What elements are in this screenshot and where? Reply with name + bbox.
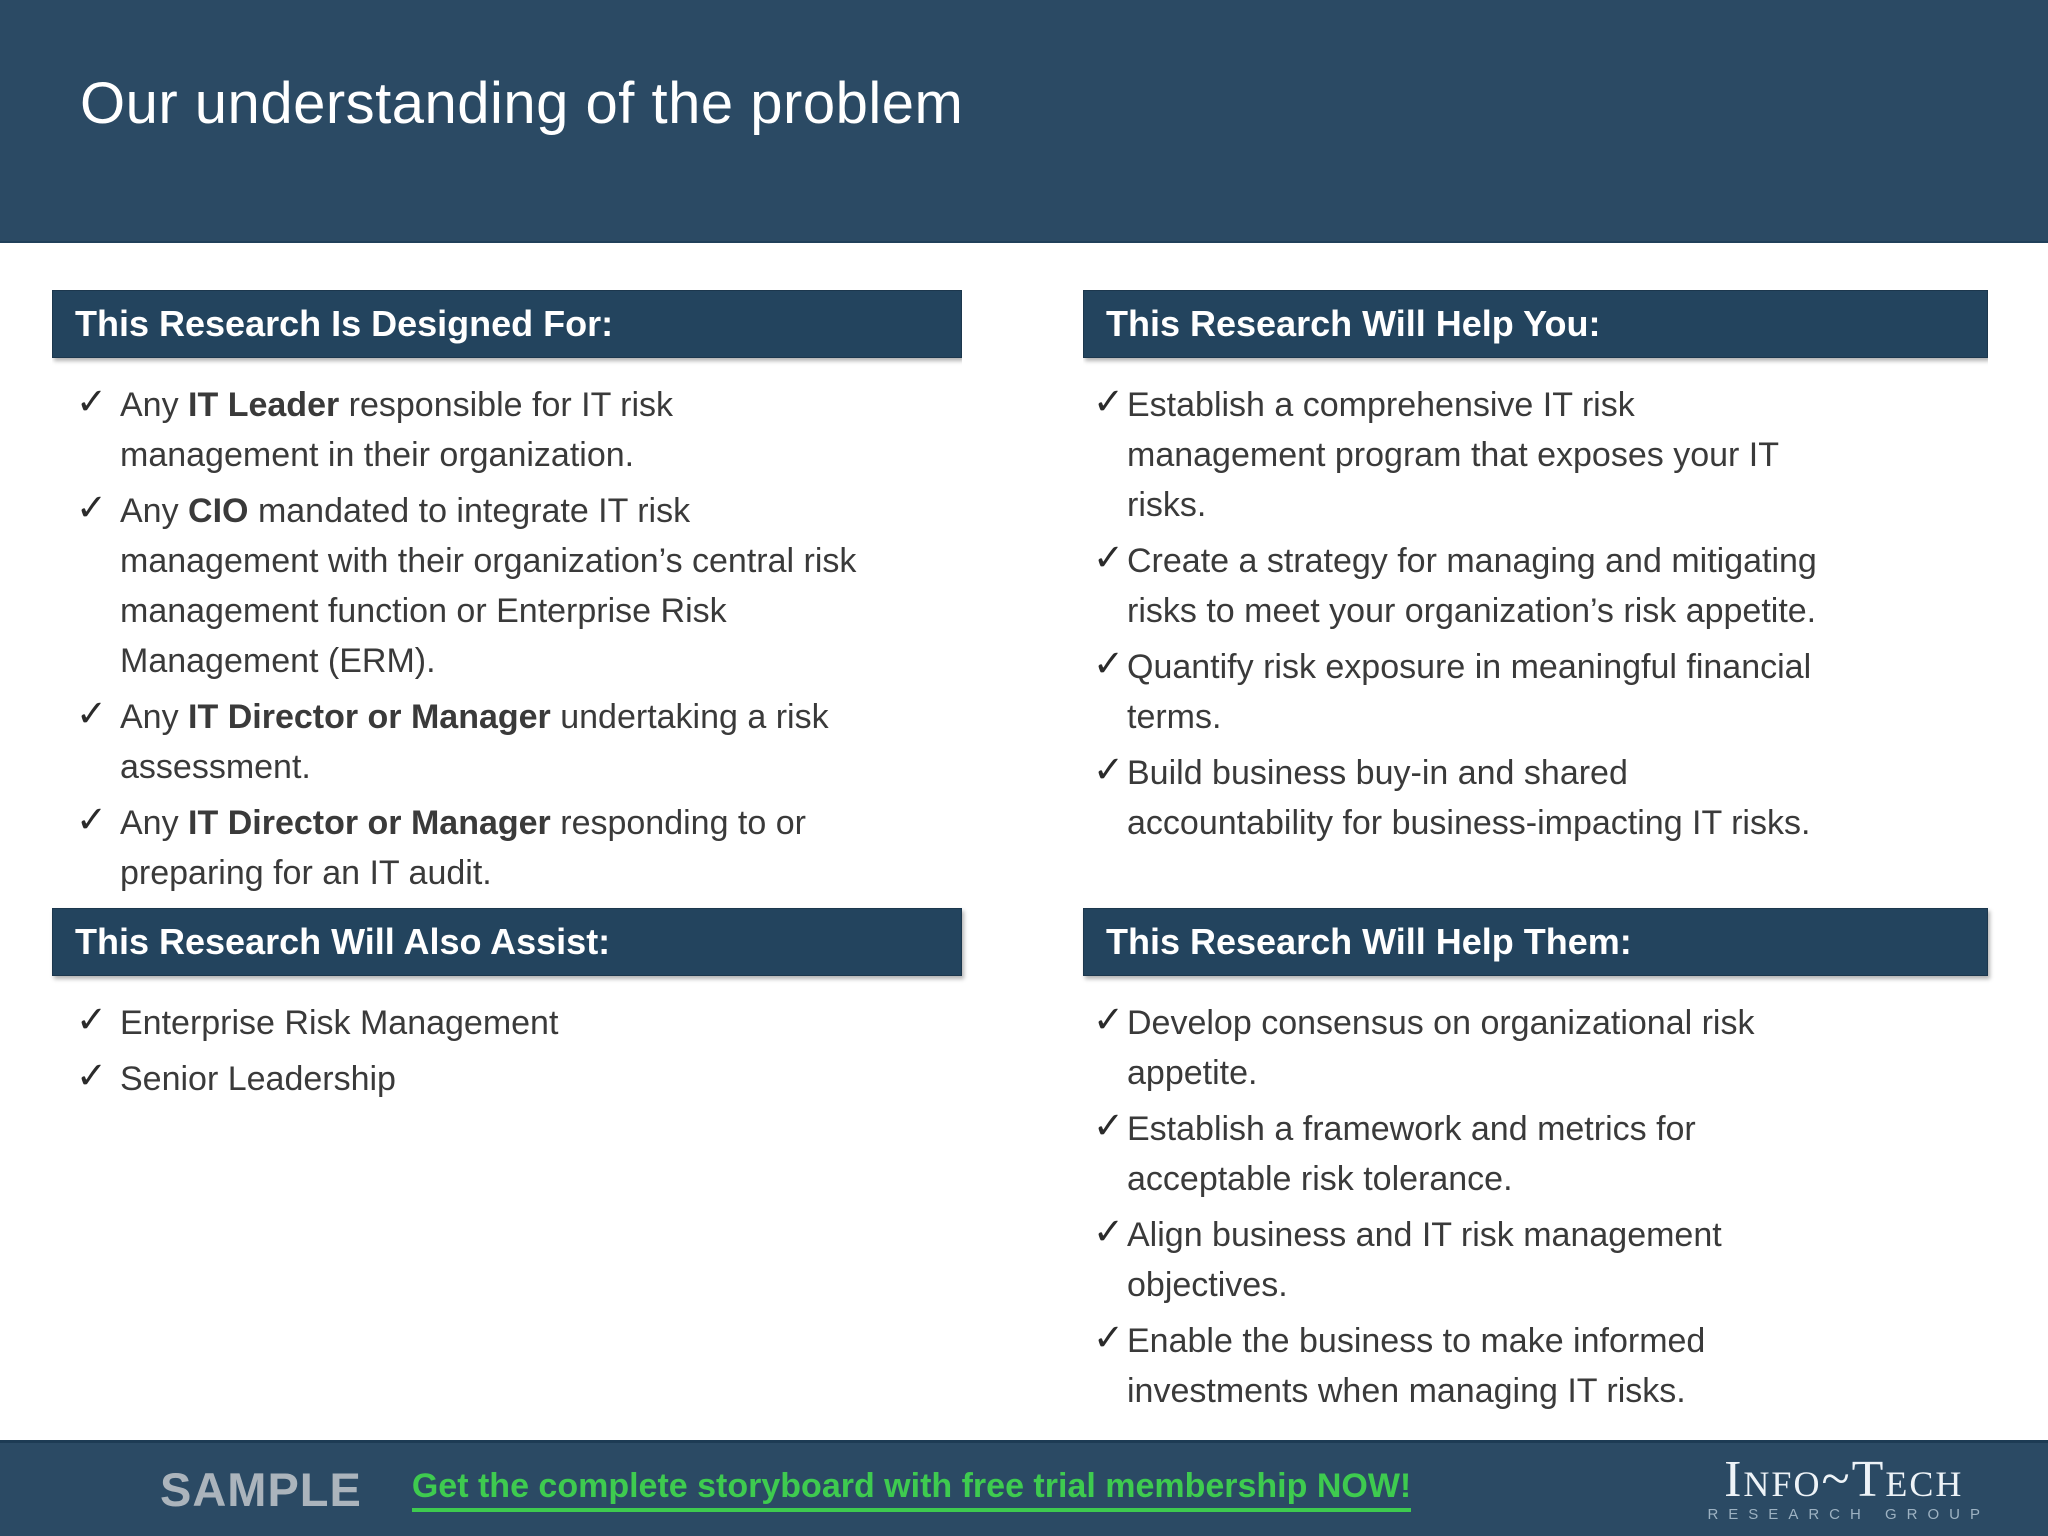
bullet-item: ✓Create a strategy for managing and miti… bbox=[1083, 536, 1822, 636]
bullet-item: ✓Build business buy-in and shared accoun… bbox=[1083, 748, 1822, 848]
bullet-list-designed-for: ✓ Any IT Leader responsible for IT risk m… bbox=[52, 380, 962, 898]
bullet-text: Quantify risk exposure in meaningful fin… bbox=[1127, 648, 1812, 736]
bullet-list-help-you: ✓Establish a comprehensive IT risk manag… bbox=[1083, 380, 1988, 848]
check-icon: ✓ bbox=[1093, 748, 1125, 791]
bullet-item: ✓ Any CIO mandated to integrate IT risk m… bbox=[52, 486, 870, 686]
bullet-item: ✓ Any IT Leader responsible for IT risk m… bbox=[52, 380, 870, 480]
check-icon: ✓ bbox=[76, 798, 108, 841]
right-column: This Research Will Help You: ✓Establish … bbox=[1083, 290, 1988, 1422]
storyboard-link[interactable]: Get the complete storyboard with free tr… bbox=[411, 1467, 1412, 1512]
check-icon: ✓ bbox=[1093, 380, 1125, 423]
title-banner: Our understanding of the problem bbox=[0, 0, 2048, 243]
section-designed-for: This Research Is Designed For: ✓ Any IT L… bbox=[52, 290, 962, 908]
bullet-text: Any IT Director or Manager responding to… bbox=[120, 804, 806, 892]
bullet-text: Any IT Leader responsible for IT risk ma… bbox=[120, 386, 674, 474]
check-icon: ✓ bbox=[76, 998, 108, 1041]
logo-subtitle: RESEARCH GROUP bbox=[1707, 1505, 1990, 1523]
bullet-item: ✓Align business and IT risk management o… bbox=[1083, 1210, 1822, 1310]
bullet-text: Any CIO mandated to integrate IT risk ma… bbox=[120, 492, 857, 680]
check-icon: ✓ bbox=[1093, 1104, 1125, 1147]
section-header-help-them: This Research Will Help Them: bbox=[1083, 908, 1988, 976]
check-icon: ✓ bbox=[76, 692, 108, 735]
section-also-assist: This Research Will Also Assist: ✓ Enterpr… bbox=[52, 908, 962, 1104]
bullet-item: ✓Quantify risk exposure in meaningful fi… bbox=[1083, 642, 1822, 742]
bullet-text: Senior Leadership bbox=[120, 1060, 396, 1098]
check-icon: ✓ bbox=[1093, 642, 1125, 685]
check-icon: ✓ bbox=[1093, 1316, 1125, 1359]
bullet-list-help-them: ✓Develop consensus on organizational ris… bbox=[1083, 998, 1988, 1416]
bullet-text: Establish a framework and metrics for ac… bbox=[1127, 1110, 1696, 1198]
bullet-item: ✓ Senior Leadership bbox=[52, 1054, 870, 1104]
section-header-also-assist: This Research Will Also Assist: bbox=[52, 908, 962, 976]
bullet-item: ✓Establish a framework and metrics for a… bbox=[1083, 1104, 1822, 1204]
check-icon: ✓ bbox=[1093, 1210, 1125, 1253]
bullet-text: Create a strategy for managing and mitig… bbox=[1127, 542, 1817, 630]
check-icon: ✓ bbox=[1093, 998, 1125, 1041]
bullet-item: ✓Establish a comprehensive IT risk manag… bbox=[1083, 380, 1822, 530]
bullet-text: Align business and IT risk management ob… bbox=[1127, 1216, 1722, 1304]
bullet-item: ✓Develop consensus on organizational ris… bbox=[1083, 998, 1822, 1098]
section-help-them: This Research Will Help Them: ✓Develop c… bbox=[1083, 908, 1988, 1416]
sample-watermark: SAMPLE bbox=[160, 1463, 362, 1516]
section-header-help-you: This Research Will Help You: bbox=[1083, 290, 1988, 358]
bullet-item: ✓ Any IT Director or Manager responding t… bbox=[52, 798, 870, 898]
logo-wordmark: Info~Tech bbox=[1724, 1450, 1964, 1508]
bullet-text: Any IT Director or Manager undertaking a… bbox=[120, 698, 829, 786]
section-header-designed-for: This Research Is Designed For: bbox=[52, 290, 962, 358]
page-title: Our understanding of the problem bbox=[80, 71, 964, 136]
infotech-logo: Info~Tech RESEARCH GROUP bbox=[1697, 1450, 1990, 1523]
bullet-item: ✓ Enterprise Risk Management bbox=[52, 998, 870, 1048]
slide-content: This Research Is Designed For: ✓ Any IT L… bbox=[0, 243, 2048, 1422]
bullet-text: Enable the business to make informed inv… bbox=[1127, 1322, 1706, 1410]
left-column: This Research Is Designed For: ✓ Any IT L… bbox=[52, 290, 962, 1422]
bullet-list-also-assist: ✓ Enterprise Risk Management ✓ Senior Leade… bbox=[52, 998, 962, 1104]
bullet-text: Enterprise Risk Management bbox=[120, 1004, 559, 1042]
bullet-text: Establish a comprehensive IT risk manage… bbox=[1127, 386, 1779, 524]
check-icon: ✓ bbox=[76, 486, 108, 529]
bullet-text: Build business buy-in and shared account… bbox=[1127, 754, 1811, 842]
check-icon: ✓ bbox=[1093, 536, 1125, 579]
bullet-item: ✓ Any IT Director or Manager undertaking … bbox=[52, 692, 870, 792]
bullet-text: Develop consensus on organizational risk… bbox=[1127, 1004, 1755, 1092]
check-icon: ✓ bbox=[76, 1054, 108, 1097]
footer-bar: SAMPLE Get the complete storyboard with … bbox=[0, 1440, 2048, 1536]
check-icon: ✓ bbox=[76, 380, 108, 423]
bullet-item: ✓Enable the business to make informed in… bbox=[1083, 1316, 1822, 1416]
section-help-you: This Research Will Help You: ✓Establish … bbox=[1083, 290, 1988, 908]
